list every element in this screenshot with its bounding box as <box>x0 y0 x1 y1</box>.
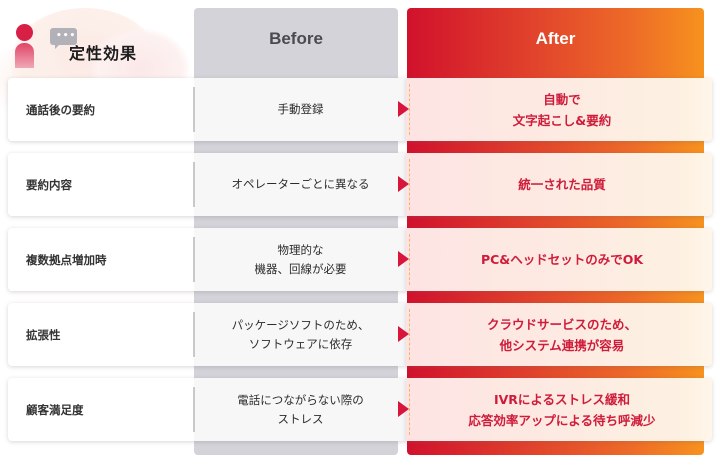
row-label: 拡張性 <box>26 327 61 342</box>
before-header: Before <box>269 29 323 48</box>
before-value: パッケージソフトのため、 ソフトウェアに依存 <box>231 317 370 351</box>
before-value: 手動登録 <box>277 102 324 116</box>
divider <box>193 87 195 132</box>
after-value: 自動で 文字起こし&要約 <box>512 91 612 128</box>
after-value: 統一された品質 <box>518 177 606 192</box>
section-title <box>14 24 40 68</box>
row-label: 複数拠点増加時 <box>26 252 107 267</box>
arrow-right-icon <box>398 401 409 417</box>
comparison-row: 複数拠点増加時 物理的な 機器、回線が必要 PC&ヘッドセットのみでOK <box>8 228 712 291</box>
arrow-right-icon <box>398 326 409 342</box>
speech-bubble-icon: ••• <box>50 28 77 49</box>
after-header: After <box>535 29 576 48</box>
before-value: 電話につながらない際の ストレス <box>237 392 364 426</box>
before-value: オペレーターごとに異なる <box>231 177 370 191</box>
row-label: 顧客満足度 <box>26 402 84 417</box>
divider <box>193 387 195 432</box>
row-label: 要約内容 <box>26 177 72 192</box>
arrow-right-icon <box>398 251 409 267</box>
person-icon <box>14 24 36 68</box>
divider <box>193 312 195 357</box>
arrow-right-icon <box>398 101 409 117</box>
row-label: 通話後の要約 <box>26 102 95 117</box>
before-value: 物理的な 機器、回線が必要 <box>254 242 347 276</box>
arrow-right-icon <box>398 176 409 192</box>
comparison-row: 拡張性 パッケージソフトのため、 ソフトウェアに依存 クラウドサービスのため、 … <box>8 303 712 366</box>
comparison-row: 顧客満足度 電話につながらない際の ストレス IVRによるストレス緩和 応答効率… <box>8 378 712 441</box>
page-title: 定性効果 <box>69 44 138 63</box>
after-value: PC&ヘッドセットのみでOK <box>480 252 644 267</box>
divider <box>193 237 195 282</box>
divider <box>193 162 195 207</box>
after-value: IVRによるストレス緩和 応答効率アップによる待ち呼減少 <box>468 391 656 428</box>
comparison-row: 通話後の要約 手動登録 自動で 文字起こし&要約 <box>8 78 712 141</box>
after-value: クラウドサービスのため、 他システム連携が容易 <box>486 316 637 353</box>
comparison-row: 要約内容 オペレーターごとに異なる 統一された品質 <box>8 153 712 216</box>
